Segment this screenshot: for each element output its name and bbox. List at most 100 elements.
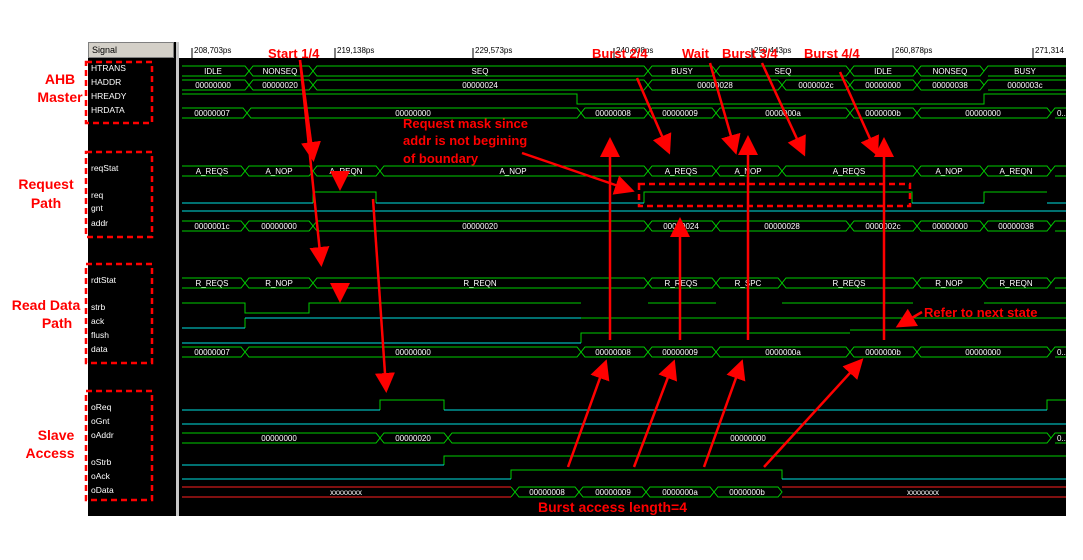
htrans-value: SEQ: [472, 67, 489, 76]
bit-waves-cyan: [182, 202, 1066, 480]
reqstat-value: A_REQN: [1000, 167, 1033, 176]
haddr-value: 00000020: [262, 81, 298, 90]
htrans-value: SEQ: [775, 67, 792, 76]
group-label-request: Path: [31, 195, 61, 211]
ruler-tick: 229,573ps: [475, 46, 512, 55]
annot-mask: of boundary: [403, 151, 479, 166]
signal-name[interactable]: gnt: [91, 203, 103, 213]
hrdata-value: 00000000: [395, 109, 431, 118]
hrdata-value: 00000000: [965, 109, 1001, 118]
signal-name[interactable]: oReq: [91, 402, 112, 412]
data-value: 00000009: [662, 348, 698, 357]
oaddr-value: 00000000: [730, 434, 766, 443]
odata-value: 00000008: [529, 488, 565, 497]
arrow: [763, 358, 864, 468]
group-label-request: Request: [18, 176, 74, 192]
group-label-slave: Slave: [38, 427, 75, 443]
haddr-value: 00000038: [932, 81, 968, 90]
panel-divider[interactable]: [176, 42, 179, 516]
hrdata-value: 00000008: [595, 109, 631, 118]
arrow: [371, 198, 395, 393]
hrdata-value: 0000000a: [765, 109, 801, 118]
bit-waves-green: [182, 93, 1066, 479]
group-boxes: [84, 60, 154, 502]
signal-name[interactable]: rdtStat: [91, 275, 117, 285]
reqstat-value: A_REQS: [665, 167, 697, 176]
group-box-ahb-master: [84, 60, 154, 125]
hrdata-value: 0000000b: [865, 109, 901, 118]
signal-name[interactable]: addr: [91, 218, 108, 228]
oaddr-value: 0...: [1057, 434, 1068, 443]
group-box-request-path: [84, 150, 154, 239]
request-mask-box: [637, 182, 912, 208]
signal-name[interactable]: strb: [91, 302, 105, 312]
hrdata-value: 0...: [1057, 109, 1068, 118]
signal-name[interactable]: reqStat: [91, 163, 119, 173]
signal-name[interactable]: flush: [91, 330, 109, 340]
signal-name[interactable]: oAddr: [91, 430, 114, 440]
reqstat-value: A_REQS: [196, 167, 228, 176]
data-value: 00000000: [395, 348, 431, 357]
ruler-ticks: 208,703ps 219,138ps 229,573ps 240,008ps …: [191, 46, 1064, 58]
annotation-arrows: [298, 59, 923, 468]
signal-name[interactable]: oGnt: [91, 416, 110, 426]
odata-value: 0000000b: [729, 488, 765, 497]
htrans-value: BUSY: [671, 67, 693, 76]
data-value: 00000000: [965, 348, 1001, 357]
rdtstat-value: R_REQS: [833, 279, 866, 288]
annot-burst-length: Burst access length=4: [538, 499, 687, 515]
arrow: [708, 62, 741, 155]
ruler-tick: 260,878ps: [895, 46, 932, 55]
htrans-value: NONSEQ: [263, 67, 298, 76]
arrow: [760, 62, 806, 157]
arrow: [632, 359, 678, 468]
hrdata-value: 00000007: [194, 109, 230, 118]
signal-names: HTRANS HADDR HREADY HRDATA reqStat req g…: [91, 63, 127, 495]
signal-name[interactable]: oAck: [91, 471, 111, 481]
rdtstat-value: R_NOP: [935, 279, 963, 288]
signal-name[interactable]: data: [91, 344, 108, 354]
rdtstat-value: R_NOP: [265, 279, 293, 288]
haddr-value: 0000002c: [798, 81, 833, 90]
signal-name[interactable]: HTRANS: [91, 63, 126, 73]
addr-value: 00000000: [261, 222, 297, 231]
addr-value: 00000024: [663, 222, 699, 231]
odata-value: 00000009: [595, 488, 631, 497]
odata-value: xxxxxxxx: [330, 488, 362, 497]
annot-wait: Wait: [682, 46, 710, 61]
signal-name[interactable]: req: [91, 190, 104, 200]
arrow: [838, 71, 879, 157]
signal-column-header: Signal: [88, 42, 174, 58]
time-ruler: [179, 42, 1066, 58]
data-value: 0000000a: [765, 348, 801, 357]
rdtstat-value: R_REQN: [463, 279, 497, 288]
haddr-value: 00000000: [865, 81, 901, 90]
htrans-value: IDLE: [204, 67, 222, 76]
data-value: 00000008: [595, 348, 631, 357]
signal-name[interactable]: HREADY: [91, 91, 127, 101]
haddr-value: 00000000: [195, 81, 231, 90]
signal-name[interactable]: oData: [91, 485, 114, 495]
ruler-tick: 208,703ps: [194, 46, 231, 55]
haddr-value: 0000003c: [1007, 81, 1042, 90]
signal-name[interactable]: oStrb: [91, 457, 112, 467]
odata-undefined: [182, 486, 1066, 498]
addr-value: 00000028: [764, 222, 800, 231]
haddr-value: 00000024: [462, 81, 498, 90]
signal-name[interactable]: HRDATA: [91, 105, 125, 115]
signal-name[interactable]: ack: [91, 316, 105, 326]
data-value: 0...: [1057, 348, 1068, 357]
annot-start: Start 1/4: [268, 46, 320, 61]
arrow: [521, 151, 635, 195]
group-label-readdata: Path: [42, 315, 72, 331]
annot-refer: Refer to next state: [924, 305, 1037, 320]
annot-mask: addr is not begining: [403, 133, 527, 148]
arrow: [566, 359, 610, 468]
addr-value: 00000020: [462, 222, 498, 231]
signal-name[interactable]: HADDR: [91, 77, 121, 87]
annot-mask: Request mask since: [403, 116, 528, 131]
annot-burst3: Burst 3/4: [722, 46, 778, 61]
data-value: 00000007: [194, 348, 230, 357]
signal-panel: [88, 42, 176, 516]
